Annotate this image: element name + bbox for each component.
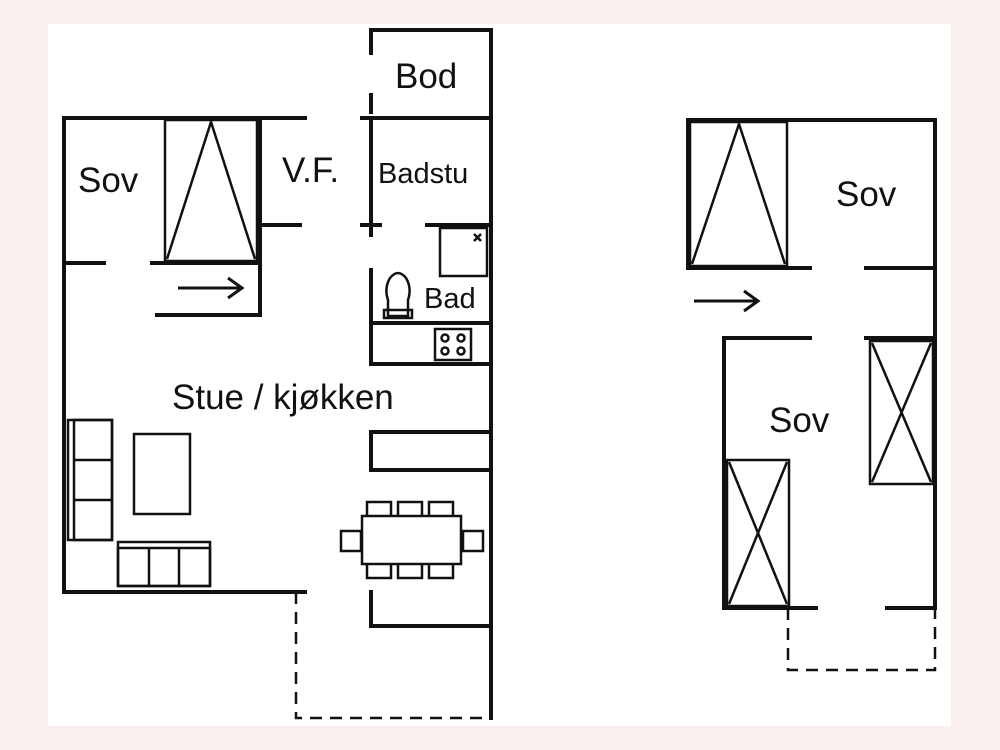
upper-entry-arrow-icon bbox=[694, 289, 761, 313]
ground-floor-walls bbox=[62, 28, 493, 720]
upper-floor-fixtures bbox=[688, 120, 935, 608]
sofa-horizontal bbox=[116, 540, 212, 588]
label-bod: Bod bbox=[395, 57, 457, 96]
stove-icon bbox=[433, 327, 473, 362]
ground-floor-fixtures bbox=[66, 117, 489, 588]
label-sov-right-mid: Sov bbox=[769, 401, 830, 440]
wardrobe-upper bbox=[688, 120, 789, 268]
coffee-table bbox=[132, 432, 192, 516]
label-vf: V.F. bbox=[282, 151, 339, 190]
toilet-icon bbox=[382, 271, 414, 320]
label-stue-kjokken: Stue / kjøkken bbox=[172, 378, 394, 417]
upper-floor-walls bbox=[686, 118, 937, 672]
sofa-vertical bbox=[66, 418, 114, 542]
ground-floor-labels: Bod Sov V.F. Badstu Bad Stue / kjøkken bbox=[78, 57, 476, 417]
label-sov-left: Sov bbox=[78, 161, 139, 200]
label-sov-right-top: Sov bbox=[836, 175, 897, 214]
closet-right bbox=[868, 339, 935, 486]
shower bbox=[438, 226, 489, 278]
entry-arrow-icon bbox=[178, 276, 245, 300]
upper-floor-labels: Sov Sov bbox=[769, 175, 897, 440]
wardrobe-left bbox=[163, 118, 259, 263]
label-badstu: Badstu bbox=[378, 158, 468, 190]
dining-table bbox=[339, 500, 485, 580]
closet-left bbox=[725, 458, 791, 608]
label-bad: Bad bbox=[424, 283, 476, 315]
